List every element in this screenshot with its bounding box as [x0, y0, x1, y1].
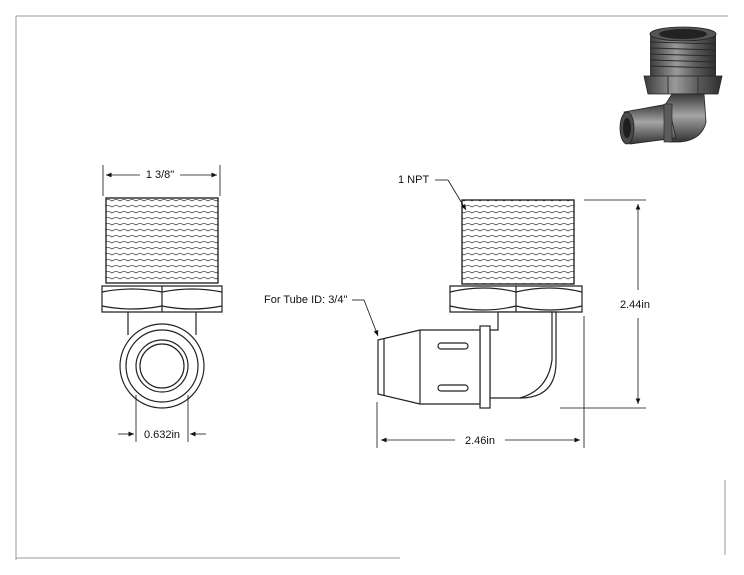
side-thread — [461, 199, 575, 285]
front-bore — [135, 339, 189, 393]
side-slot-top — [437, 342, 469, 350]
dim-label-length: 2.46in — [465, 435, 495, 447]
front-outer-ring — [119, 323, 205, 409]
side-slot-bottom — [437, 384, 469, 392]
label-thread-spec: 1 NPT — [398, 174, 429, 186]
dim-height — [560, 199, 646, 409]
label-tube-id: For Tube ID: 3/4" — [264, 294, 347, 306]
dim-overall-width — [102, 165, 221, 196]
dim-label-bore: 0.632in — [144, 429, 180, 441]
front-view — [101, 197, 223, 409]
dim-label-width: 1 3/8" — [146, 169, 174, 181]
leader-npt — [435, 179, 467, 211]
front-thread — [105, 197, 219, 284]
side-flange — [479, 325, 491, 409]
dim-length — [376, 316, 585, 448]
isometric-elbow-render — [619, 26, 723, 145]
side-elbow — [489, 311, 557, 399]
side-view — [377, 199, 583, 409]
side-barb — [377, 329, 481, 405]
front-hex-nut — [101, 285, 223, 313]
leader-tube-id — [352, 299, 379, 337]
dim-label-height: 2.44in — [620, 299, 650, 311]
sheet-border — [15, 15, 728, 560]
dim-bore — [118, 395, 206, 442]
